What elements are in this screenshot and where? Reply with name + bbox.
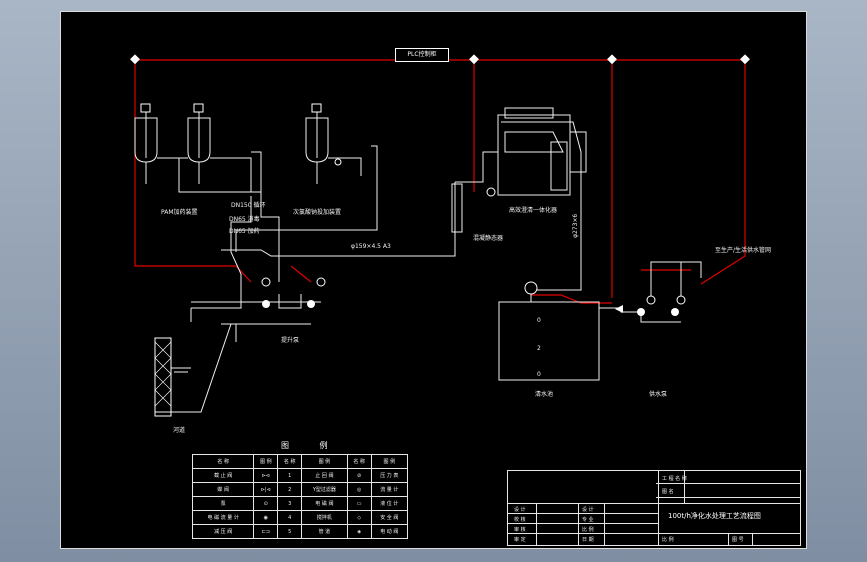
- tb-drawing-no: 图 号: [732, 537, 744, 543]
- label-level-mid: 2: [537, 345, 541, 352]
- tb-design: 设 计: [514, 507, 526, 513]
- tb-check: 校 核: [514, 517, 526, 523]
- label-pipe-b: DN65 消毒: [229, 216, 260, 223]
- label-lift-pump: 提升泵: [281, 337, 300, 344]
- process-lines: [134, 107, 702, 413]
- river-bank-hatch: [154, 337, 172, 417]
- label-pipe-main: DN150 循环: [231, 202, 266, 209]
- label-level-top: 0: [537, 317, 541, 324]
- tb-col-c: 比 例: [582, 527, 594, 533]
- label-pipe-vertical: φ273×6: [572, 213, 579, 238]
- tb-project-name: 工 程 名 称: [662, 476, 687, 482]
- tb-drawing-name: 图 名: [662, 489, 674, 495]
- drawing-title: 100t/h净化水处理工艺流程图: [668, 512, 761, 520]
- label-disinfect-tank: 次氯酸钠投加装置: [293, 209, 342, 216]
- title-block: 工 程 名 称 图 名 设 计 校 核 审 核 审 定 设 计 专 业 比 例 …: [507, 470, 801, 546]
- label-level-bot: 0: [537, 371, 541, 378]
- label-river: 河道: [173, 427, 186, 434]
- label-clarifier: 高效澄清一体化器: [509, 207, 558, 214]
- label-pam-tank: PAM加药装置: [161, 209, 198, 216]
- label-clear-pool: 清水池: [535, 391, 554, 398]
- legend-header-row: 名 称图 例 名 称图 例 名 称图 例: [191, 454, 409, 469]
- instrument-bubbles: [140, 103, 686, 305]
- tb-date: 日 期: [582, 537, 594, 543]
- tb-col-a: 设 计: [582, 507, 594, 513]
- label-outlet: 至生产/生活供水管网: [715, 247, 772, 254]
- plc-control-cabinet: PLC控制柜: [395, 48, 449, 62]
- label-supply-pump: 供水泵: [649, 391, 668, 398]
- label-pipe-dim: φ159×4.5 A3: [351, 243, 391, 250]
- label-mixer: 混凝静态器: [473, 235, 504, 242]
- pump-symbols: [262, 300, 679, 316]
- tb-scale: 比 例: [662, 537, 674, 543]
- control-lines: [134, 59, 746, 304]
- tb-approve: 审 定: [514, 537, 526, 543]
- drawing-sheet: PLC控制柜 PAM加药装置 次氯酸钠投加装置 混凝静态器 高效澄清一体化器 D…: [60, 11, 807, 549]
- process-flow-diagram: [130, 54, 750, 417]
- tb-col-b: 专 业: [582, 517, 594, 523]
- legend-title: 图 例: [281, 441, 342, 450]
- tb-audit: 审 核: [514, 527, 526, 533]
- label-pipe-c: DN65 加药: [229, 228, 260, 235]
